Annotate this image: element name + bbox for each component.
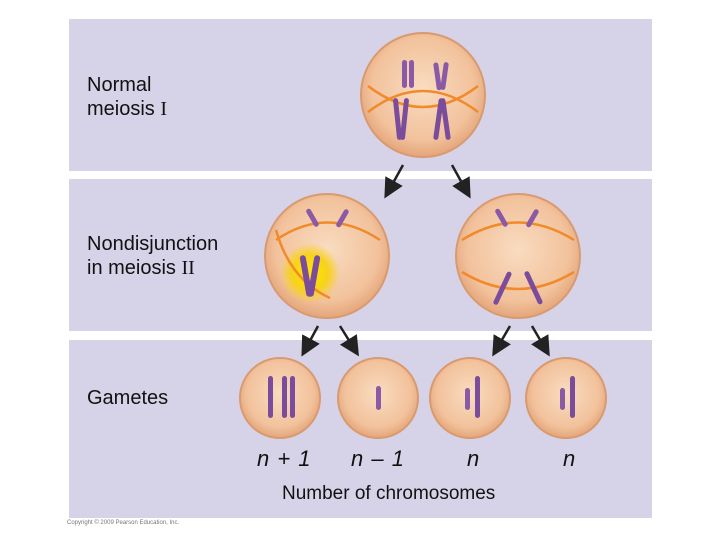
count-gamete-1: n + 1	[257, 446, 312, 471]
count-gamete-2: n – 1	[351, 446, 405, 471]
arrow-to-gamete-4	[530, 325, 550, 357]
gamete-n-plus-1	[239, 357, 321, 439]
chromosome-nonseparated-large	[299, 255, 321, 297]
label-nondisjunction-line1: Nondisjunction	[87, 233, 219, 255]
copyright: Copyright © 2009 Pearson Education, Inc.	[67, 520, 180, 526]
chromosome-separated-small-right	[495, 208, 539, 228]
label-normal-line2: meiosis	[87, 98, 161, 120]
arrow-to-left-cell	[384, 164, 405, 199]
label-normal-roman: I	[160, 98, 168, 120]
gamete-n-left	[429, 357, 511, 439]
label-nondisjunction-line2: in meiosis	[87, 257, 182, 279]
arrow-to-gamete-1	[301, 325, 320, 357]
chromosome-separated-small	[306, 208, 349, 228]
label-gametes: Gametes	[87, 387, 169, 409]
cell-nondisjunction	[264, 193, 390, 319]
cell-normal-meiosis-2	[455, 193, 581, 319]
label-normal-line1: Normal	[87, 74, 152, 96]
nondisjunction-highlight	[280, 243, 340, 303]
chromosome-pair-small-right	[433, 62, 449, 91]
label-normal-meiosis: Normal meiosis I	[87, 73, 167, 121]
arrow-to-gamete-2	[338, 325, 359, 357]
label-nondisjunction-roman: II	[181, 257, 195, 279]
cell-meiosis-1	[360, 32, 486, 158]
arrow-to-right-cell	[450, 164, 471, 199]
spindle-top	[367, 89, 479, 113]
axis-label: Number of chromosomes	[282, 483, 496, 504]
arrow-to-gamete-3	[492, 325, 512, 357]
count-gamete-4: n	[563, 446, 577, 471]
gamete-n-minus-1	[337, 357, 419, 439]
chromosome-pair-large-right	[433, 98, 451, 140]
chromosome-separated-large-right	[493, 271, 543, 305]
chromosome-pair-large-left	[393, 98, 409, 140]
label-nondisjunction: Nondisjunction in meiosis II	[87, 232, 218, 280]
count-gamete-3: n	[467, 446, 481, 471]
spindle-bottom	[367, 85, 479, 109]
chromosome-pair-small-left	[402, 60, 414, 88]
gamete-n-right	[525, 357, 607, 439]
